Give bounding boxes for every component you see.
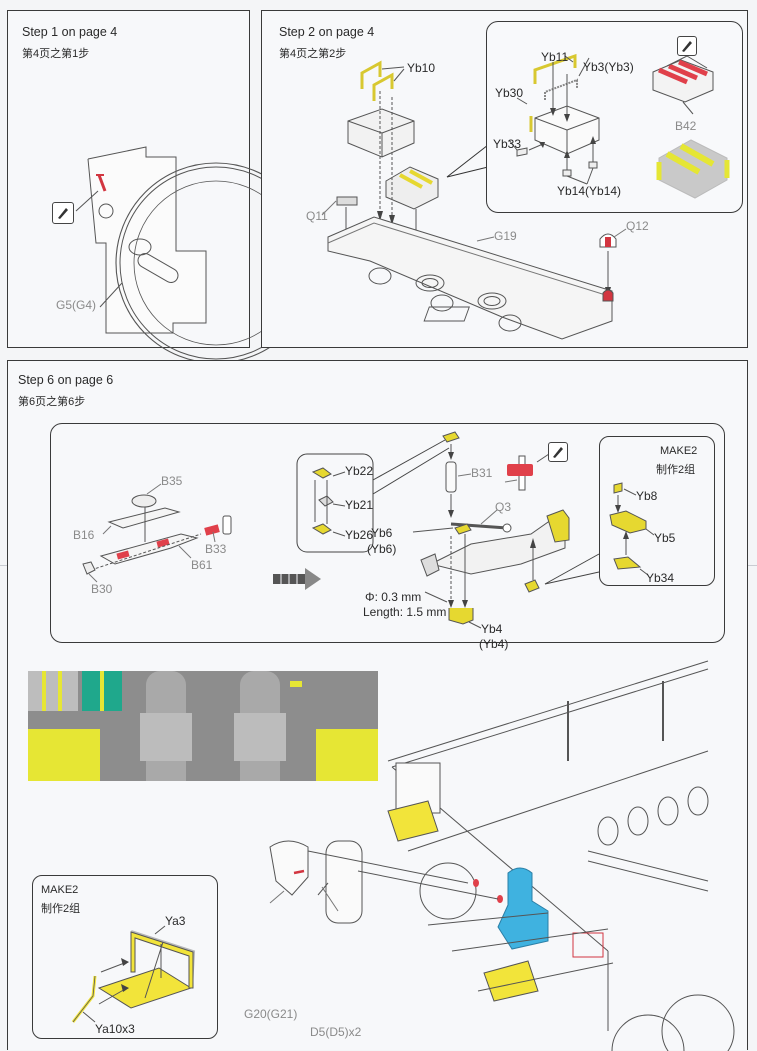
part-label-b30: B30 [91,582,113,596]
step1-subtitle: 第4页之第1步 [22,48,90,60]
part-label-b33: B33 [205,542,227,556]
part-label-yb33: Yb33 [493,137,522,151]
right-cylinder-bracket [234,713,286,761]
part-label-yb22: Yb22 [345,464,374,478]
part-label-g5: G5(G4) [56,298,97,312]
paint-brush-icon [677,36,697,56]
make2-label-cn: 制作2组 [41,903,81,915]
step6-subtitle: 第6页之第6步 [18,396,86,408]
part-label-d5: D5(D5)x2 [310,1025,362,1039]
part-label-ya3: Ya3 [165,914,186,928]
part-label-yb6-alt: (Yb6) [367,542,397,556]
step1-panel: Step 1 on page 4 第4页之第1步 G5(G4) [7,10,317,364]
part-label-b35: B35 [161,474,183,488]
wire-diameter-spec: Φ: 0.3 mm [365,590,422,604]
left-cylinder-bracket [140,713,192,761]
part-label-yb34: Yb34 [646,571,675,585]
yellow-strap [100,671,104,711]
part-label-yb21: Yb21 [345,498,374,512]
part-label-q3: Q3 [495,500,512,514]
step1-title: Step 1 on page 4 [22,25,118,39]
part-label-b31: B31 [471,466,493,480]
tow-hook-yellow [290,681,302,687]
step6-title: Step 6 on page 6 [18,373,114,387]
part-label-yb10: Yb10 [407,61,436,75]
part-label-yb11: Yb11 [541,50,569,64]
make2-label-cn: 制作2组 [656,464,696,476]
step6-subassembly-callout: B35 B16 B33 B61 B30 Yb22 Yb21 Yb26 B31 Q… [50,423,725,651]
part-label-yb4-alt: (Yb4) [479,637,509,651]
part-label-q11: Q11 [306,209,328,223]
step2-panel: Step 2 on page 4 第4页之第2步 [261,10,748,348]
make2-callout-yb5: MAKE2 制作2组 Yb8 Yb5 Yb34 [599,436,715,586]
part-label-b42: B42 [675,119,697,133]
part-label-g20: G20(G21) [244,1007,298,1021]
part-label-yb5: Yb5 [654,531,676,545]
part-label-yb30: Yb30 [495,86,524,100]
wire-length-spec: Length: 1.5 mm [363,605,447,619]
gray-stowage-box [28,671,78,711]
direction-arrow-icon [273,568,321,590]
part-label-b16: B16 [73,528,95,542]
part-label-g19: G19 [494,229,517,243]
step2-title: Step 2 on page 4 [279,25,375,39]
step2-detail-callout: Yb11 Yb3(Yb3) Yb30 Yb33 Yb14(Yb14) B42 [486,21,743,213]
part-label-b61: B61 [191,558,213,572]
step2-subtitle: 第4页之第2步 [279,48,347,60]
step6-panel: Step 6 on page 6 第6页之第6步 [7,360,748,1051]
rear-plate-render [28,671,378,781]
yellow-strap [58,671,62,711]
left-step-yellow [28,729,100,781]
yellow-strap [42,671,46,711]
right-step-yellow [316,729,378,781]
paint-brush-icon [548,442,568,462]
step1-drawing [75,146,317,364]
make2-ya3-drawing [71,925,196,1023]
make2-callout-ya3: MAKE2 制作2组 Ya3 Ya10x3 [32,875,218,1039]
part-label-ya10: Ya10x3 [95,1022,135,1036]
make2-label: MAKE2 [660,445,698,457]
step6-subassembly-drawing [82,431,600,629]
paint-brush-icon [52,202,74,224]
make2-yb5-drawing [609,482,655,576]
part-label-yb14: Yb14(Yb14) [557,184,622,198]
step2-drawing [321,60,627,340]
part-label-yb6: Yb6 [371,526,393,540]
step2-callout-drawing [508,53,730,199]
part-label-yb8: Yb8 [636,489,658,503]
part-label-yb4: Yb4 [481,622,503,636]
hull-assembly-drawing [269,660,735,1051]
make2-label: MAKE2 [41,884,79,896]
part-label-q12: Q12 [626,219,649,233]
part-label-yb3: Yb3(Yb3) [583,60,634,74]
part-label-yb26: Yb26 [345,528,374,542]
